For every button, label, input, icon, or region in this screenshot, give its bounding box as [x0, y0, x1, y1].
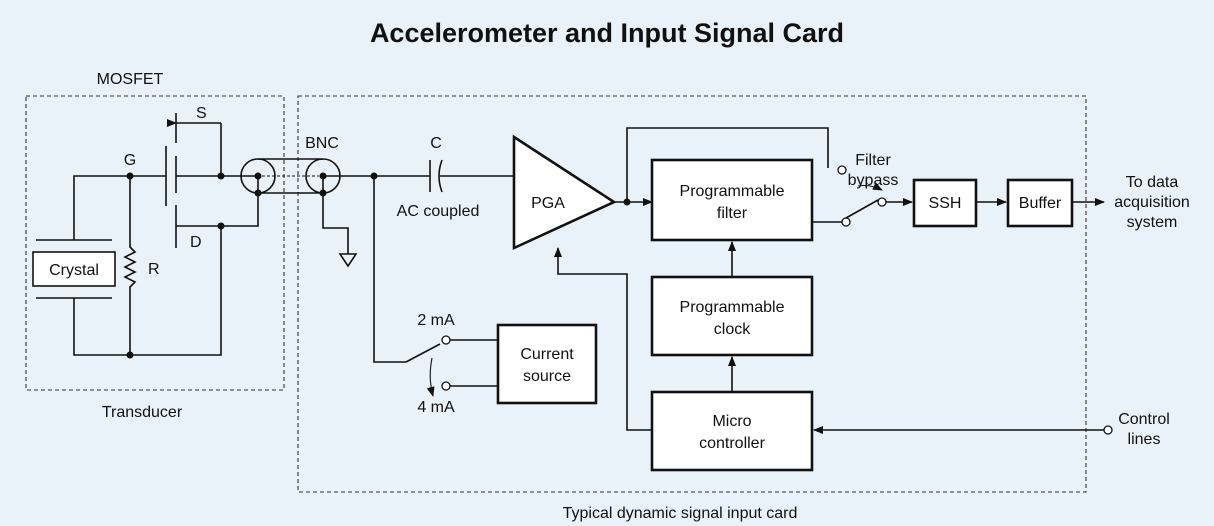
resistor-label: R: [148, 261, 160, 278]
current-switch: [405, 343, 441, 363]
input-card-label: Typical dynamic signal input card: [563, 505, 798, 522]
gate-label: G: [124, 152, 136, 169]
capacitor: [429, 159, 443, 193]
output-label-3: system: [1127, 214, 1178, 231]
pga-amplifier: [512, 134, 617, 251]
current-branch-wire: [373, 176, 406, 363]
filter-bypass-switch: [845, 199, 879, 219]
current-source-label-1: Current: [520, 346, 574, 363]
microcontroller-label-2: controller: [699, 435, 765, 452]
resistor: [123, 176, 137, 355]
output-label-1: To data: [1126, 174, 1179, 191]
programmable-clock-label-1: Programmable: [680, 299, 785, 316]
filter-bypass-label-1: Filter: [855, 152, 891, 169]
programmable-filter-label-1: Programmable: [680, 183, 785, 200]
buffer-block: [1006, 178, 1074, 228]
current-4ma-label: 4 mA: [417, 399, 455, 416]
programmable-filter-block: [650, 158, 814, 242]
current-source-block: [496, 323, 598, 405]
junction-dots: [126, 172, 631, 359]
crystal: Crystal: [32, 239, 116, 299]
filter-bypass-label-2: bypass: [848, 172, 899, 189]
microcontroller-block: [650, 390, 814, 472]
ground-wire: [322, 176, 349, 254]
capacitor-label: C: [430, 135, 442, 152]
ground-icon: [338, 253, 358, 268]
ssh-label: SSH: [929, 195, 962, 212]
filter-bypass-wire: [626, 127, 829, 202]
source-label: S: [196, 105, 207, 122]
current-source-label-2: source: [523, 368, 571, 385]
transducer-region: [25, 95, 285, 391]
mosfet-label: MOSFET: [97, 71, 164, 88]
ssh-block: [912, 178, 978, 228]
pga-control-wire: [554, 247, 652, 431]
microcontroller-label-1: Micro: [712, 413, 751, 430]
control-lines-label-1: Control: [1118, 411, 1170, 428]
programmable-clock-label-2: clock: [714, 321, 751, 338]
current-2ma-label: 2 mA: [417, 312, 455, 329]
transducer-label: Transducer: [102, 404, 183, 421]
crystal-label: Crystal: [49, 262, 99, 279]
programmable-clock-block: [650, 275, 814, 357]
ac-coupled-label: AC coupled: [397, 203, 480, 220]
buffer-label: Buffer: [1019, 195, 1062, 212]
mosfet: [165, 113, 222, 248]
drain-label: D: [190, 234, 202, 251]
bnc-label: BNC: [305, 135, 339, 152]
diagram-title: Accelerometer and Input Signal Card: [370, 18, 844, 48]
input-card-region: [297, 95, 1087, 493]
pga-label: PGA: [531, 195, 565, 212]
output-label-2: acquisition: [1114, 194, 1190, 211]
control-lines-label-2: lines: [1128, 431, 1161, 448]
programmable-filter-label-2: filter: [717, 205, 748, 222]
